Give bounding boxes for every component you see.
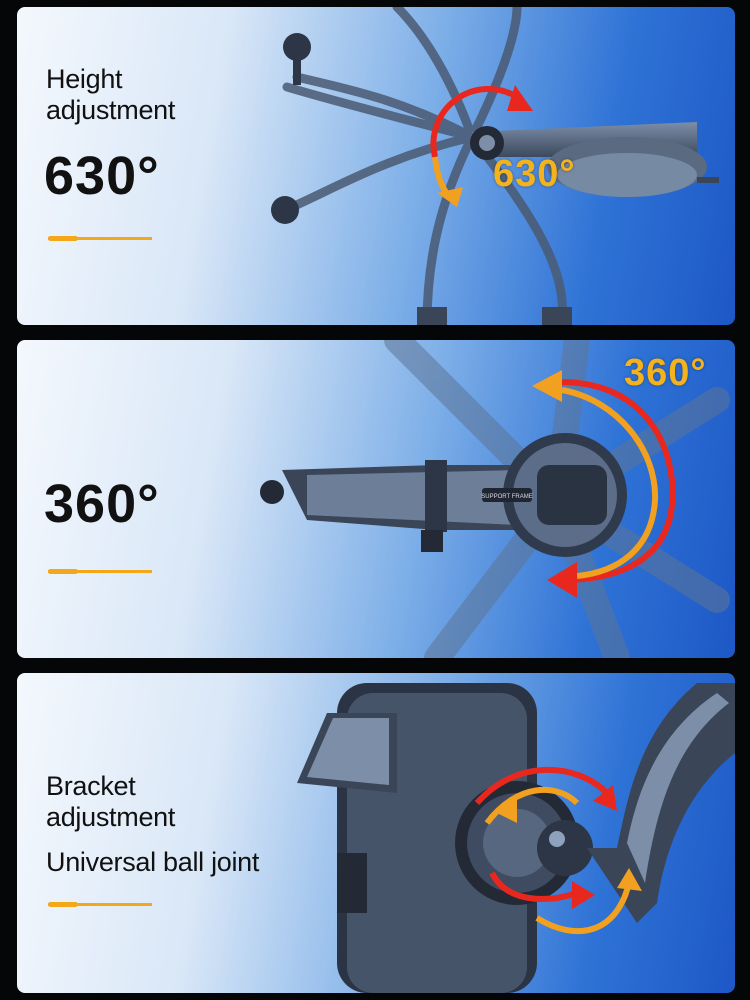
label-line: Height xyxy=(46,64,123,94)
accent-line xyxy=(48,569,152,574)
orange-arrow-icon xyxy=(532,370,562,402)
ball-head-icon xyxy=(283,33,311,61)
degree-value: 630° xyxy=(44,146,160,206)
red-arrow-icon xyxy=(593,785,617,811)
red-arrow-icon xyxy=(507,85,533,111)
orange-arrow-icon xyxy=(437,187,463,207)
red-arrow-icon xyxy=(547,562,577,598)
rotation-panel: SUPPORT FRAME 360° 360° xyxy=(17,340,735,658)
label-line: adjustment xyxy=(46,802,176,832)
panel-label: Bracket adjustment xyxy=(46,771,175,833)
panel-label: Height adjustment xyxy=(46,64,175,126)
red-arrow-icon xyxy=(572,881,595,909)
rotation-illustration: SUPPORT FRAME xyxy=(260,340,730,658)
degree-overlay: 360° xyxy=(624,352,707,394)
ball-joint-icon xyxy=(537,820,593,876)
bracket-adjustment-panel: Bracket adjustment Universal ball joint xyxy=(17,673,735,993)
orange-arrow-icon xyxy=(497,795,517,823)
label-line: adjustment xyxy=(46,95,176,125)
ball-head-icon xyxy=(271,196,299,224)
orange-arrow-icon xyxy=(617,868,642,891)
ball-head-icon xyxy=(260,480,284,504)
height-adjustment-panel: Height adjustment 630° 630° xyxy=(17,7,735,325)
ball-joint-illustration xyxy=(297,683,735,993)
degree-value: 360° xyxy=(44,474,160,534)
degree-overlay: 630° xyxy=(493,153,576,195)
accent-line xyxy=(48,236,152,241)
sub-label: Universal ball joint xyxy=(46,847,260,877)
accent-line xyxy=(48,902,152,907)
label-line: Bracket xyxy=(46,771,136,801)
mount-text: SUPPORT FRAME xyxy=(481,494,532,500)
height-adjustment-illustration xyxy=(271,7,719,325)
